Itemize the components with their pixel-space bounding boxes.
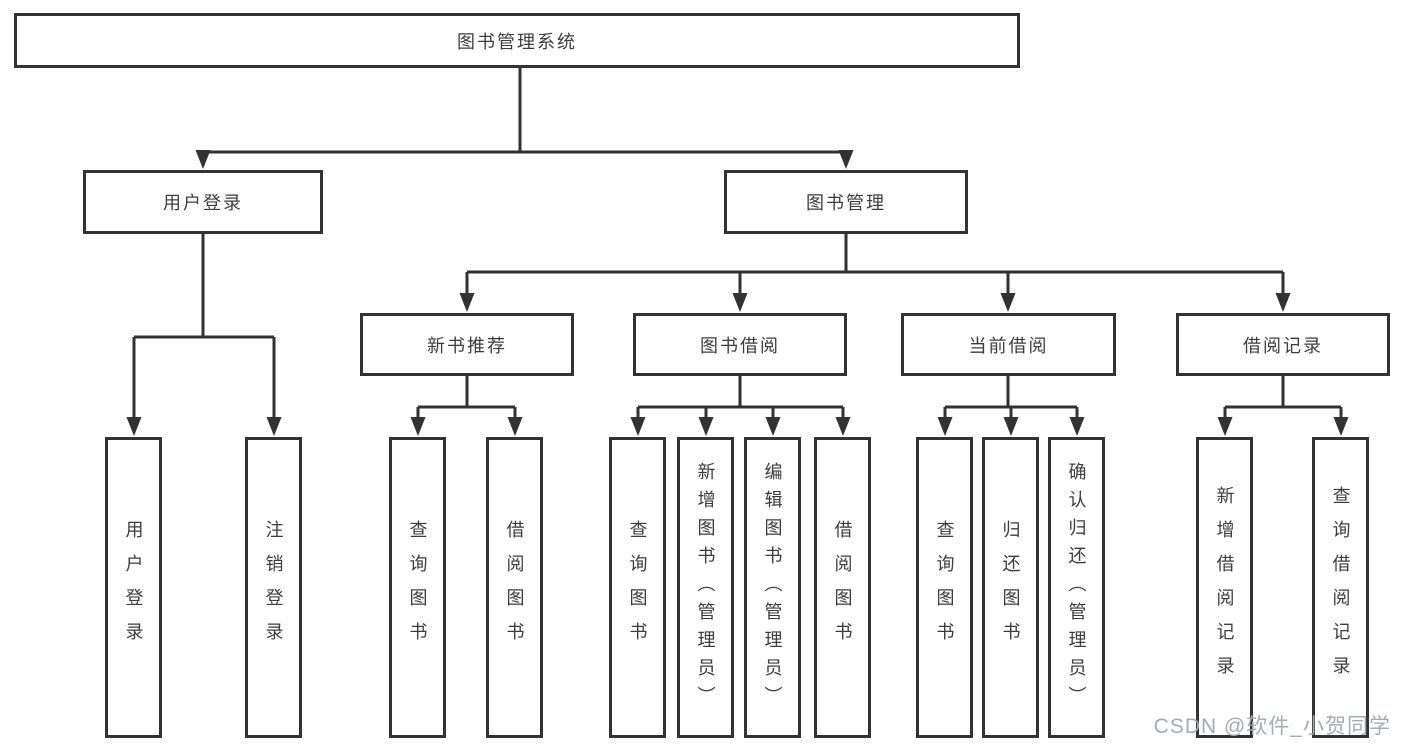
node-label: 图书管理系统 bbox=[457, 31, 577, 52]
node-library-management-system: 图书管理系统 bbox=[14, 13, 1020, 68]
leaf-rec-borrow-book: 借阅图书 bbox=[486, 437, 543, 738]
node-label: 借阅记录 bbox=[1243, 335, 1323, 356]
node-label: 当前借阅 bbox=[968, 335, 1049, 356]
node-label: 确认归还（管理员） bbox=[1066, 461, 1087, 714]
node-book-borrowing: 图书借阅 bbox=[633, 313, 847, 376]
node-label: 新增借阅记录 bbox=[1214, 485, 1235, 690]
leaf-rec-query-book: 查询图书 bbox=[389, 437, 446, 738]
leaf-borrow-borrow-book: 借阅图书 bbox=[814, 437, 871, 738]
leaf-logout: 注销登录 bbox=[245, 437, 302, 738]
leaf-borrow-query-book: 查询图书 bbox=[609, 437, 666, 738]
node-new-book-recommend: 新书推荐 bbox=[360, 313, 574, 376]
node-label: 查询图书 bbox=[934, 519, 955, 656]
node-label: 新增图书（管理员） bbox=[695, 461, 716, 714]
node-label: 归还图书 bbox=[1000, 519, 1021, 656]
node-current-borrowing: 当前借阅 bbox=[901, 313, 1116, 376]
node-label: 查询图书 bbox=[627, 519, 648, 656]
node-borrowing-records: 借阅记录 bbox=[1176, 313, 1390, 376]
leaf-current-query-book: 查询图书 bbox=[916, 437, 973, 738]
node-label: 图书借阅 bbox=[700, 335, 780, 356]
node-label: 图书管理 bbox=[806, 193, 886, 213]
leaf-add-book-admin: 新增图书（管理员） bbox=[677, 437, 734, 738]
node-label: 用户登录 bbox=[123, 519, 144, 656]
leaf-user-login: 用户登录 bbox=[105, 437, 162, 738]
leaf-add-borrow-record: 新增借阅记录 bbox=[1196, 437, 1253, 738]
node-user-login: 用户登录 bbox=[83, 170, 323, 234]
node-label: 借阅图书 bbox=[504, 519, 525, 656]
leaf-confirm-return-admin: 确认归还（管理员） bbox=[1048, 437, 1105, 738]
leaf-return-book: 归还图书 bbox=[982, 437, 1039, 738]
node-label: 查询图书 bbox=[407, 519, 428, 656]
node-label: 编辑图书（管理员） bbox=[762, 461, 783, 714]
node-label: 借阅图书 bbox=[832, 519, 853, 656]
node-label: 注销登录 bbox=[263, 519, 284, 656]
node-label: 新书推荐 bbox=[427, 335, 507, 356]
node-label: 查询借阅记录 bbox=[1330, 485, 1351, 690]
node-label: 用户登录 bbox=[163, 193, 243, 213]
leaf-edit-book-admin: 编辑图书（管理员） bbox=[744, 437, 801, 738]
leaf-query-borrow-record: 查询借阅记录 bbox=[1312, 437, 1369, 738]
node-book-management: 图书管理 bbox=[724, 170, 968, 234]
csdn-watermark: CSDN @软件_小贺同学 bbox=[1153, 715, 1391, 738]
